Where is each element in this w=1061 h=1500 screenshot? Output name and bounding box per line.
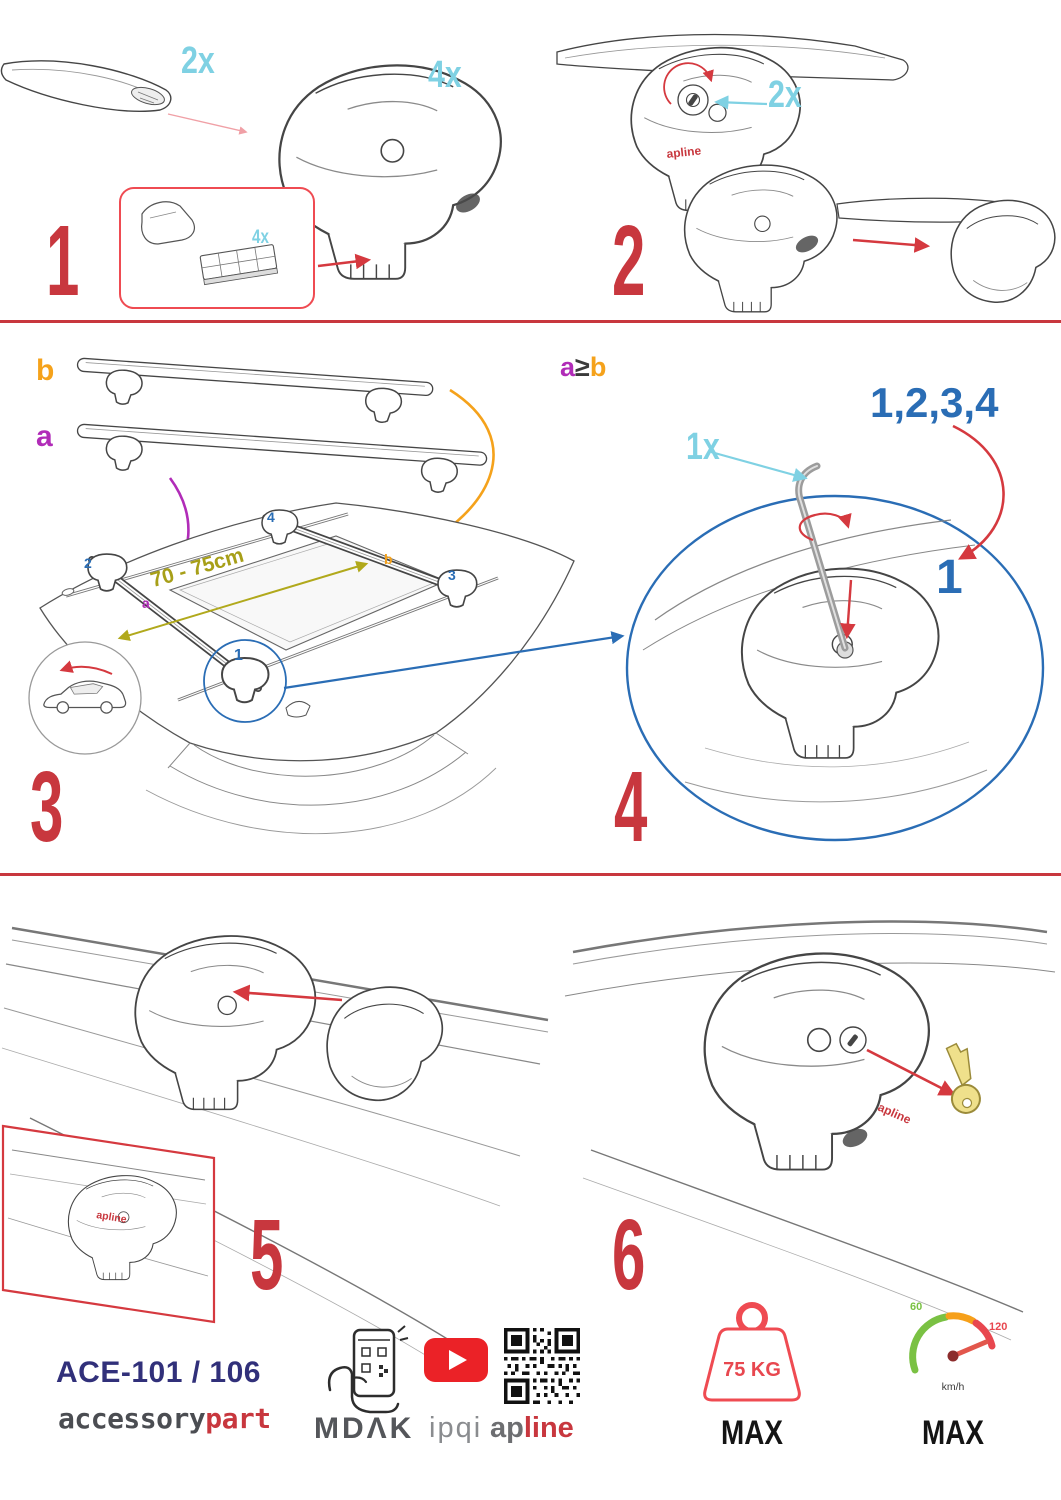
- tool-quantity-arrow: [710, 450, 808, 482]
- step6-number: 6: [612, 1199, 645, 1311]
- tighten-sequence-label: 1,2,3,4: [870, 379, 999, 426]
- brand-on-foot: apline: [96, 1209, 128, 1226]
- speed-limit-icon: 60 120 km/h: [909, 1301, 1007, 1393]
- bar-a-label: a: [36, 420, 53, 453]
- product-model: ACE-101 / 106: [56, 1356, 261, 1389]
- step5-illustration: apline: [1, 926, 549, 1365]
- cover-cap-drawing: [950, 199, 1056, 303]
- step2-number: 2: [612, 205, 645, 317]
- qr-code: [504, 1328, 580, 1404]
- foot-texture-patch: [842, 1128, 868, 1148]
- brand-on-foot: apline: [876, 1100, 914, 1127]
- logo-line: line: [523, 1412, 574, 1444]
- sequence-first-label: 1: [936, 551, 963, 604]
- weight-max-label: MAX: [721, 1414, 783, 1452]
- section-divider-2: [0, 873, 1061, 876]
- brand-part: part: [205, 1402, 271, 1435]
- step2-lock-quantity: 2x: [768, 74, 802, 116]
- crossbar-b-drawing: [76, 357, 434, 425]
- cover-cap-drawing: [326, 986, 444, 1102]
- roof-position-4: 4: [267, 509, 275, 525]
- roof-position-2: 2: [84, 555, 92, 571]
- rule-a: a: [560, 352, 576, 382]
- key-drawing: [921, 1038, 1002, 1120]
- key-lock-arrow: [866, 1048, 957, 1096]
- lock-quantity-arrow: [714, 95, 768, 110]
- step2-illustration: apline: [556, 33, 1056, 313]
- logo-mdak: MDΛK: [314, 1412, 415, 1445]
- antenna-fin: [285, 701, 311, 718]
- logo-ap: ap: [490, 1412, 524, 1444]
- lock-cylinder: [677, 84, 709, 116]
- step5-number: 5: [250, 1199, 283, 1311]
- step4-number: 4: [614, 751, 647, 863]
- step1-number: 1: [46, 205, 79, 317]
- step4-illustration: [625, 424, 1045, 842]
- brand-on-foot: apline: [666, 143, 702, 161]
- sequence-arrow: [952, 424, 1005, 560]
- roof-position-3: 3: [448, 567, 456, 583]
- step1-foot-quantity: 4x: [428, 54, 462, 96]
- lock-turn-arrow: [663, 62, 714, 105]
- distance-arrow: [117, 561, 369, 641]
- youtube-icon: [424, 1338, 488, 1382]
- roof-position-a: a: [142, 595, 150, 611]
- rubber-pad-inset: [119, 187, 315, 309]
- foot-texture-patch: [795, 235, 819, 253]
- pad-install-arrow: [317, 253, 372, 270]
- step1-pad-quantity: 4x: [252, 227, 269, 248]
- weight-limit-icon: 75 KG: [703, 1302, 801, 1402]
- cover-install-arrow: [852, 237, 931, 253]
- crossbar-drawing: [0, 60, 172, 112]
- roof-position-1: 1: [234, 647, 243, 664]
- speed-low-label: 60: [910, 1301, 922, 1313]
- tighten-rotation-arrow: [798, 512, 852, 542]
- step1-bar-quantity: 2x: [181, 40, 215, 82]
- step1-illustration: [0, 60, 502, 309]
- rubber-pad: [199, 244, 279, 286]
- brand-wordmark: accessorypart: [58, 1402, 271, 1435]
- bar-b-label: b: [36, 354, 55, 387]
- speed-max-label: MAX: [922, 1414, 984, 1452]
- roof-position-b: b: [384, 551, 393, 567]
- zoomed-foot-drawing: [642, 462, 988, 803]
- phone-scan-icon: [327, 1325, 409, 1414]
- step3-illustration: [28, 357, 625, 835]
- logo-apline: apline: [490, 1412, 574, 1445]
- speed-high-label: 120: [989, 1321, 1007, 1333]
- brand-accessory: accessory: [58, 1402, 206, 1435]
- step3-number: 3: [30, 751, 63, 863]
- cover-slide-arrow: [232, 984, 343, 1002]
- bar-to-foot-arrow: [167, 113, 248, 135]
- car-direction-inset: [28, 641, 142, 755]
- assembled-inset: apline: [1, 1124, 216, 1324]
- step6-illustration: apline: [564, 920, 1056, 1341]
- foot-drawing: [703, 952, 930, 1171]
- crossbar-a-drawing: [76, 423, 488, 495]
- zoom-pointer-arrow: [283, 631, 625, 690]
- foot-texture-patch: [456, 193, 480, 213]
- logo-ipqi: ipqi: [429, 1412, 483, 1444]
- rule-operator: ≥: [575, 352, 590, 382]
- rule-b: b: [589, 352, 607, 382]
- tool-quantity: 1x: [686, 426, 720, 468]
- weight-value-label: 75 KG: [723, 1359, 781, 1381]
- speedometer-needle: [950, 1339, 989, 1359]
- lock-keyhole: [839, 1026, 867, 1054]
- foot1-highlight-circle: [203, 639, 287, 723]
- speed-unit-label: km/h: [942, 1381, 965, 1393]
- length-rule-label: a≥b: [560, 354, 606, 381]
- foot-drawing: [134, 935, 317, 1111]
- bolt-arrow: [840, 579, 856, 640]
- section-divider-1: [0, 320, 1061, 323]
